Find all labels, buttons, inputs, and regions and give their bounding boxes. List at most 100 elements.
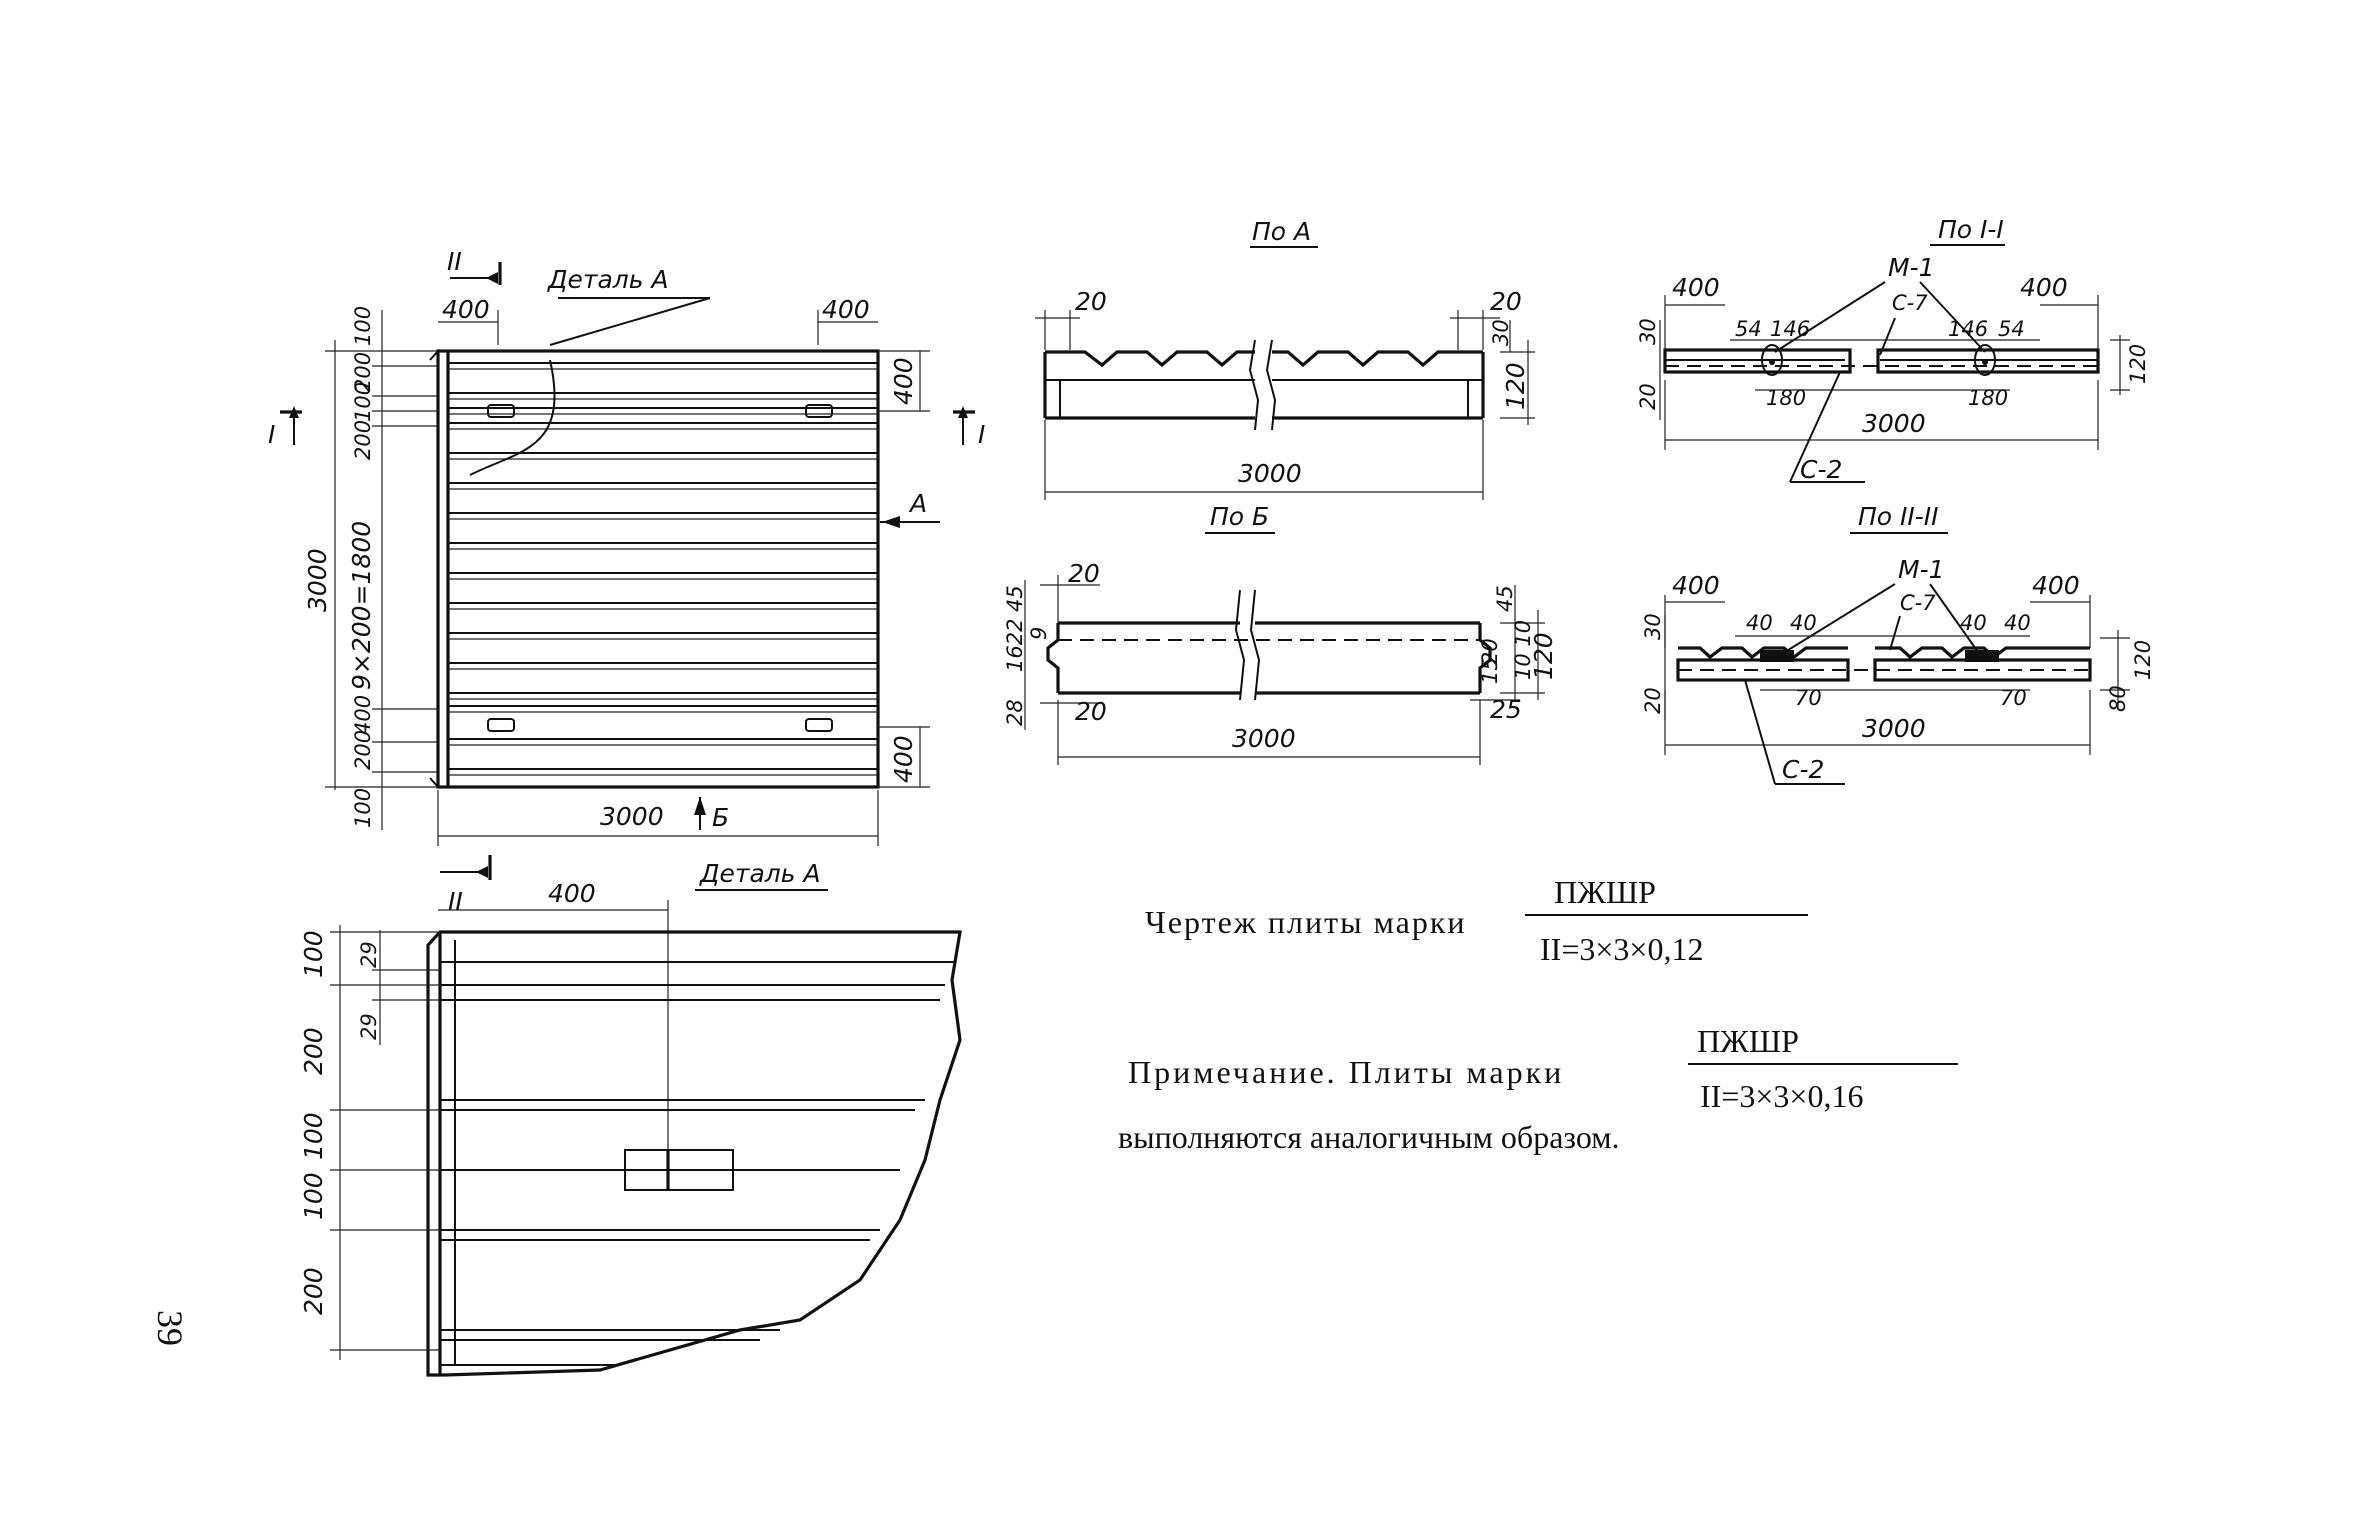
section-1-dim-54-right: 54 <box>1998 317 2025 341</box>
section-1-dim-146-right: 146 <box>1948 317 1988 341</box>
plan-dim-left-100-bottom: 100 <box>351 788 375 828</box>
note-mark-bottom: II=3×3×0,16 <box>1700 1078 1863 1114</box>
plan-dim-left-200-c: 200 <box>351 730 375 770</box>
detail-embedded-plate <box>595 1149 770 1191</box>
detail-dim-200-b: 200 <box>299 1267 328 1315</box>
view-a-title: По А <box>1252 217 1311 246</box>
plan-dim-top-left: 400 <box>442 295 490 324</box>
view-a-dim-20-right: 20 <box>1490 287 1522 316</box>
plan-section-ii-label: II <box>447 247 462 276</box>
page-number: 39 <box>150 1310 190 1346</box>
plan-dimensions-left: 3000 9×200=1800 100 200 100 200 400 200 … <box>303 306 438 830</box>
section-1-profile <box>1663 344 2100 376</box>
plan-view-a-arrow: А <box>880 489 940 528</box>
plan-dim-right-400-top: 400 <box>889 357 918 405</box>
detail-dim-29-bottom: 29 <box>357 1013 381 1040</box>
caption: Чертеж плиты марки ПЖШР II=3×3×0,12 <box>1145 874 1808 967</box>
plan-view: Деталь А II I I А <box>268 247 985 846</box>
plan-dim-left-100-top: 100 <box>351 306 375 346</box>
plan-view-a-label: А <box>908 489 927 518</box>
view-b-dim-9: 9 <box>1027 627 1051 640</box>
section-2-profile <box>1676 646 2092 682</box>
section-2-dim-40-b: 40 <box>1790 611 1817 635</box>
detail-dimensions-left: 29 29 100 200 100 100 200 <box>299 925 440 1360</box>
view-b-dim-10-10: 10 10 <box>1511 620 1535 680</box>
detail-outline <box>426 930 962 1377</box>
detail-dim-29-top: 29 <box>357 941 381 968</box>
detail-a: Деталь А II 400 <box>299 855 962 1377</box>
section-2-dim-400-left: 400 <box>1672 571 1720 600</box>
section-1-title: По I-I <box>1938 215 2004 244</box>
view-b-dim-20-bottom: 20 <box>1075 697 1107 726</box>
plan-dim-left-total: 3000 <box>303 548 332 612</box>
caption-prefix: Чертеж плиты марки <box>1145 904 1466 940</box>
plan-dimensions-top: 400 400 <box>438 295 878 345</box>
note-line2: выполняются аналогичным образом. <box>1118 1119 1619 1155</box>
plan-dim-left-200-b: 200 <box>351 420 375 460</box>
view-b-dim-28: 28 <box>1003 699 1027 726</box>
detail-section-label: II <box>448 887 463 916</box>
plan-dimensions-right: 400 400 <box>878 350 930 788</box>
section-2-c7: С-7 <box>1900 591 1936 615</box>
view-b-dim-120: 120 <box>1529 632 1558 680</box>
plan-section-i-mark-right: I <box>953 406 985 449</box>
plan-view-embedded-plates <box>487 404 833 732</box>
plan-view-b-arrow: Б <box>694 797 729 832</box>
view-a-dim-30: 30 <box>1489 319 1513 346</box>
detail-dim-400: 400 <box>548 879 596 908</box>
plan-dim-right-400-bottom: 400 <box>889 735 918 783</box>
section-1-dim-30: 30 <box>1636 318 1660 345</box>
plan-dim-left-spacing: 9×200=1800 <box>347 521 376 690</box>
plan-section-i-label-right: I <box>978 420 985 449</box>
view-b: По Б 20 20 45 1622 9 28 45 20 15 10 10 <box>1003 502 1558 765</box>
plan-dim-bottom: 3000 <box>600 802 664 831</box>
view-b-dim-3000: 3000 <box>1232 724 1296 753</box>
detail-dim-100-c: 100 <box>299 1172 328 1220</box>
section-2-dim-3000: 3000 <box>1862 714 1926 743</box>
section-2-m1: М-1 <box>1898 555 1945 584</box>
plan-view-b-label: Б <box>712 803 729 832</box>
section-2-dim-40-a: 40 <box>1746 611 1773 635</box>
section-2-dim-80: 80 <box>2106 685 2130 712</box>
note-prefix: Примечание. Плиты марки <box>1128 1054 1564 1090</box>
plan-dim-left-200-a: 200 <box>351 352 375 392</box>
section-1-c7: С-7 <box>1892 291 1928 315</box>
plan-dimensions-bottom: 3000 <box>437 790 879 846</box>
view-a-profile <box>1043 339 1485 431</box>
view-b-dim-45-right: 45 <box>1493 585 1517 612</box>
section-2-dim-30: 30 <box>1641 613 1665 640</box>
detail-title: Деталь А <box>699 859 821 888</box>
section-2-dim-120: 120 <box>2131 640 2155 680</box>
caption-mark-top: ПЖШР <box>1554 874 1656 910</box>
view-a-dim-3000: 3000 <box>1238 459 1302 488</box>
note-mark-top: ПЖШР <box>1697 1023 1799 1059</box>
section-1-m1: М-1 <box>1888 253 1935 282</box>
section-1-dim-20: 20 <box>1636 383 1660 410</box>
section-2-dim-20: 20 <box>1641 687 1665 714</box>
detail-dim-100-b: 100 <box>299 1112 328 1160</box>
view-b-profile <box>1046 589 1492 701</box>
plan-section-ii-mark: II <box>447 247 502 285</box>
view-b-dim-15: 15 <box>1478 657 1502 684</box>
plan-detail-label: Деталь А <box>547 265 669 294</box>
plan-view-ribs <box>448 362 878 776</box>
view-a-dim-20-left: 20 <box>1075 287 1107 316</box>
plan-dim-left-400: 400 <box>351 695 375 735</box>
detail-ribs <box>440 961 955 1341</box>
detail-section-mark: II <box>440 855 492 916</box>
view-b-dim-20-mid: 20 <box>1478 638 1502 665</box>
view-a-dim-120: 120 <box>1501 362 1530 410</box>
detail-dim-100-a: 100 <box>299 930 328 978</box>
view-b-dim-1622: 1622 <box>1003 619 1027 672</box>
plan-section-i-mark-left: I <box>268 406 302 449</box>
section-1-dim-120: 120 <box>2126 344 2150 384</box>
section-1-dim-54-left: 54 <box>1735 317 1762 341</box>
section-2-dim-400-right: 400 <box>2032 571 2080 600</box>
section-1-dim-400-left: 400 <box>1672 273 1720 302</box>
view-b-title: По Б <box>1210 502 1269 531</box>
section-2-title: По II-II <box>1858 502 1939 531</box>
view-b-dim-20-top: 20 <box>1068 559 1100 588</box>
caption-mark-bottom: II=3×3×0,12 <box>1540 931 1703 967</box>
section-2-dim-40-d: 40 <box>2004 611 2031 635</box>
section-1-dim-146-left: 146 <box>1770 317 1810 341</box>
